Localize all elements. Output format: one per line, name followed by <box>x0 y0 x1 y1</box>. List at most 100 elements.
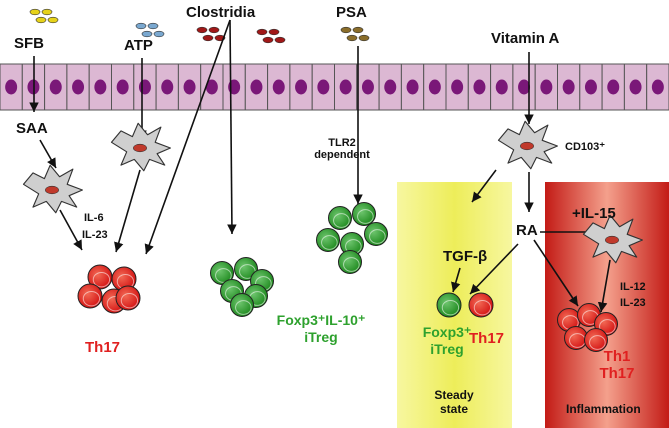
dendritic-cell <box>22 164 83 214</box>
arrow <box>471 169 497 203</box>
tlr2-line1: TLR2 <box>328 137 356 149</box>
sfb-molecule <box>47 16 59 24</box>
epithelial-nucleus <box>629 79 642 95</box>
clostridia-label: Clostridia <box>186 4 256 21</box>
th1-th17-cell <box>584 328 608 352</box>
th1-th17-cell-nucleus <box>589 335 606 350</box>
itreg-left-label: Foxp3⁺IL-10⁺ iTreg <box>262 312 380 345</box>
clostridia-molecule <box>268 28 280 36</box>
psa-label: PSA <box>336 4 367 21</box>
treg-cell-body <box>338 250 362 274</box>
arrows <box>29 19 612 313</box>
foxp3-line2: iTreg <box>430 341 464 357</box>
saa-label: SAA <box>16 120 48 137</box>
epithelial-nucleus <box>428 79 441 95</box>
luminal-molecules <box>29 8 370 44</box>
arrow <box>597 259 611 313</box>
arrow <box>227 19 237 235</box>
steady-line1: Steady <box>434 388 474 402</box>
itreg-left-line2: iTreg <box>304 329 338 345</box>
treg-cell-nucleus <box>369 229 386 244</box>
treg-cell-nucleus <box>235 300 252 315</box>
arrow <box>144 19 231 255</box>
th1-label: Th1 <box>603 348 631 365</box>
treg-cell-nucleus <box>441 299 460 316</box>
treg-cell <box>328 206 352 230</box>
epithelial-nucleus <box>361 79 374 95</box>
atp-molecule <box>135 22 147 30</box>
treg-cell-body <box>364 222 388 246</box>
dendritic-cell-nucleus <box>520 141 534 151</box>
steady-line2: state <box>439 402 468 416</box>
th17-right-label: Th17 <box>599 365 635 382</box>
clostridia-molecule <box>262 36 274 44</box>
th17-cell-nucleus <box>92 271 111 288</box>
epithelial-nucleus <box>607 79 620 95</box>
epithelial-nucleus <box>451 79 464 95</box>
t-cell-clusters <box>77 202 618 352</box>
epithelial-nucleus <box>183 79 196 95</box>
epithelial-nucleus <box>295 79 308 95</box>
atp-molecule <box>147 22 159 30</box>
th17-cell-nucleus <box>473 299 492 316</box>
epithelial-nucleus <box>72 79 85 95</box>
il12-label: IL-12 <box>620 281 646 293</box>
th17-cell <box>77 283 103 309</box>
treg-cell <box>364 222 388 246</box>
treg-cell-body <box>436 292 462 318</box>
epithelial-nucleus <box>518 79 531 95</box>
epithelial-nucleus <box>250 79 263 95</box>
foxp3-itreg-label: Foxp3⁺ iTreg <box>420 324 474 357</box>
atp-molecule <box>153 30 165 38</box>
epithelial-nucleus <box>94 79 107 95</box>
vitamin-a-label: Vitamin A <box>491 30 560 47</box>
tgfb-label: TGF-β <box>443 248 488 265</box>
th1-th17-label: Th1 Th17 <box>592 348 642 382</box>
inflammation-label: Inflammation <box>566 402 641 416</box>
th17-cell-body <box>115 285 141 311</box>
arrow <box>39 139 57 169</box>
th17-cell <box>468 292 494 318</box>
epithelial-nucleus <box>473 79 486 95</box>
epithelial-nucleus <box>161 79 174 95</box>
arrow <box>533 239 579 307</box>
il15-label: +IL-15 <box>572 205 616 222</box>
sfb-molecule <box>29 8 41 16</box>
treg-cell <box>352 202 376 226</box>
clostridia-molecule <box>202 34 214 42</box>
atp-label: ATP <box>124 37 153 54</box>
psa-molecule <box>346 34 358 42</box>
clostridia-molecule <box>274 36 286 44</box>
dendritic-cell <box>110 122 171 172</box>
treg-cell <box>338 250 362 274</box>
th1-th17-cell <box>564 326 588 350</box>
treg-cell <box>230 293 254 317</box>
treg-cell-nucleus <box>343 257 360 272</box>
epithelial-nucleus <box>651 79 664 95</box>
sfb-molecule <box>35 16 47 24</box>
epithelial-nucleus <box>339 79 352 95</box>
epithelial-nucleus <box>138 79 151 95</box>
treg-cell <box>436 292 462 318</box>
arrow <box>469 243 519 295</box>
treg-cell-body <box>352 202 376 226</box>
dendritic-cells <box>22 120 643 264</box>
dendritic-cell-nucleus <box>45 185 59 195</box>
treg-cell-body <box>316 228 340 252</box>
epithelial-nucleus <box>317 79 330 95</box>
psa-molecule <box>352 26 364 34</box>
il23b-label: IL-23 <box>620 297 646 309</box>
th17-cell <box>115 285 141 311</box>
clostridia-molecule <box>256 28 268 36</box>
tlr2-label: TLR2 dependent <box>306 137 378 161</box>
psa-molecule <box>340 26 352 34</box>
atp-molecule <box>141 30 153 38</box>
sfb-label: SFB <box>14 35 44 52</box>
foxp3-line1: Foxp3⁺ <box>422 324 472 340</box>
treg-cell-body <box>230 293 254 317</box>
epithelial-nucleus <box>116 79 129 95</box>
th17-mid-label: Th17 <box>469 330 505 347</box>
th1-th17-cell-body <box>564 326 588 350</box>
epithelial-layer <box>0 63 669 111</box>
